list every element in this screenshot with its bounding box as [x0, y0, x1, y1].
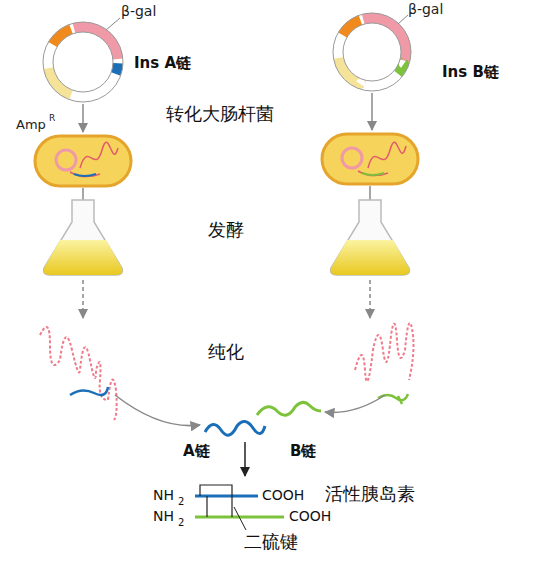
e-coli-cell [322, 134, 418, 184]
arrow [82, 280, 84, 318]
terminus-label: NH [153, 509, 174, 524]
chain-label: B链 [290, 443, 316, 460]
step-label: 转化大肠杆菌 [166, 104, 274, 124]
flask [331, 200, 410, 275]
leader-line [398, 15, 408, 24]
part-name: β-gal [121, 4, 156, 19]
terminus-label: COOH [262, 488, 304, 503]
chain-label: A链 [183, 443, 210, 460]
arrow [369, 280, 371, 318]
superscript: R [49, 114, 55, 124]
terminus-label: NH [153, 488, 174, 503]
arrow [369, 186, 371, 200]
arrow [82, 188, 84, 200]
arrow [115, 395, 200, 426]
subscript: 2 [178, 517, 184, 528]
b-chain [257, 402, 321, 415]
part-name: β-gal [408, 2, 443, 17]
bond-label: 二硫键 [244, 532, 298, 552]
fusion-protein [40, 327, 117, 420]
fusion-protein [355, 323, 414, 404]
leader-line [106, 18, 120, 30]
flask [44, 200, 123, 275]
part-name: Amp [16, 118, 46, 132]
arrow [371, 93, 373, 130]
step-label: 纯化 [208, 342, 244, 362]
plasmid-b [326, 6, 419, 99]
terminus-label: COOH [289, 509, 331, 524]
subscript: 2 [178, 496, 184, 507]
arrow [82, 104, 84, 132]
e-coli-cell [35, 136, 131, 186]
step-label: 发酵 [208, 220, 244, 240]
gene-label: Ins A链 [134, 55, 191, 72]
product-label: 活性胰岛素 [325, 484, 415, 504]
plasmid-a [35, 14, 131, 110]
a-chain [205, 421, 265, 435]
leader-line [234, 507, 246, 530]
gene-label: Ins B链 [442, 64, 499, 81]
arrow [244, 442, 246, 476]
arrow [325, 395, 385, 412]
